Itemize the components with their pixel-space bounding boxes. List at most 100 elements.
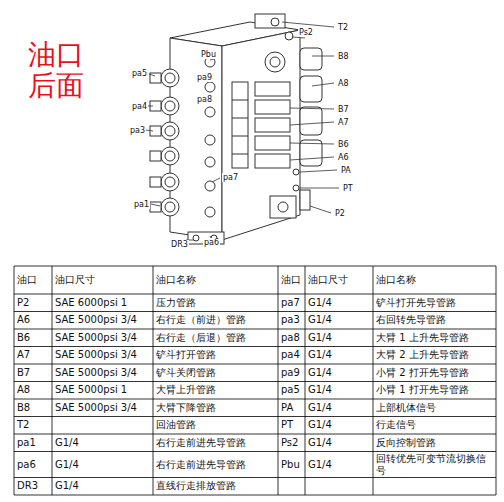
table-cell: G1/4: [55, 434, 151, 452]
table-cell: SAE 5000psi 3/4: [55, 399, 151, 417]
table-cell: G1/4: [308, 312, 371, 330]
table-cell: A7: [17, 347, 50, 365]
table-cell: G1/4: [55, 452, 151, 478]
table-cell: 油口: [17, 266, 50, 294]
table-rule: [14, 311, 496, 312]
table-cell: 压力管路: [156, 294, 276, 312]
table-cell: pa3: [281, 312, 303, 330]
callout-label: pa3: [129, 126, 146, 135]
table-cell: 回油管路: [156, 417, 276, 435]
table-cell: PT: [281, 417, 303, 435]
table-rule: [14, 346, 496, 347]
callout-label: pa8: [196, 95, 213, 104]
callout-label: pa6: [203, 238, 220, 247]
table-rule: [278, 266, 279, 495]
table-cell: SAE 5000psi 1: [55, 382, 151, 400]
table-cell: pa4: [281, 347, 303, 365]
table-cell: B6: [17, 329, 50, 347]
table-rule: [153, 266, 154, 495]
callout-label: P2: [334, 209, 346, 218]
table-cell: B8: [17, 399, 50, 417]
callout-label: Pbu: [200, 50, 217, 59]
table-cell: 铲斗打开先导管路: [376, 294, 494, 312]
table-cell: 大臂下降管路: [156, 399, 276, 417]
table-rule: [14, 399, 496, 400]
table-rule: [14, 381, 496, 382]
callout-label: A7: [337, 118, 350, 127]
table-cell: G1/4: [55, 478, 151, 496]
table-rule: [305, 266, 306, 495]
callout-label: PT: [342, 184, 354, 193]
table-rule: [14, 294, 496, 295]
table-cell: G1/4: [308, 382, 371, 400]
table-cell: pa7: [281, 294, 303, 312]
table-cell: 油口名称: [376, 266, 494, 294]
table-cell: DR3: [17, 478, 50, 496]
table-cell: pa6: [17, 452, 50, 478]
table-cell: 油口: [281, 266, 303, 294]
callout-label: B6: [337, 140, 350, 149]
table-cell: 右行走（前进）管路: [156, 312, 276, 330]
table-rule: [52, 266, 53, 495]
table-cell: 油口名称: [156, 266, 276, 294]
table-cell: 上部机体信号: [376, 399, 494, 417]
table-cell: pa8: [281, 329, 303, 347]
table-rule: [14, 416, 496, 417]
callout-label: pa9: [196, 73, 213, 82]
table-cell: 右行走前进先导管路: [156, 452, 276, 478]
table-cell: G1/4: [308, 452, 371, 478]
table-cell: SAE 5000psi 3/4: [55, 347, 151, 365]
table-cell: 铲斗关闭管路: [156, 364, 276, 382]
table-cell: T2: [17, 417, 50, 435]
table-cell: 油口尺寸: [55, 266, 151, 294]
table-rule: [373, 266, 374, 495]
table-cell: pa5: [281, 382, 303, 400]
table-cell: SAE 6000psi 1: [55, 294, 151, 312]
table-cell: 大臂上升管路: [156, 382, 276, 400]
table-cell: 行走信号: [376, 417, 494, 435]
callout-label: pa4: [131, 102, 148, 111]
table-cell: G1/4: [308, 329, 371, 347]
table-cell: 大臂 2 上升先导管路: [376, 347, 494, 365]
table-cell: B7: [17, 364, 50, 382]
callout-label: T2: [337, 23, 349, 32]
table-cell: PA: [281, 399, 303, 417]
table-cell: Pbu: [281, 452, 303, 478]
callout-label: DR3: [170, 240, 189, 249]
table-rule: [14, 451, 496, 452]
table-cell: 小臂 2 打开先导管路: [376, 364, 494, 382]
callout-label: A6: [337, 153, 350, 162]
table-cell: P2: [17, 294, 50, 312]
table-cell: Ps2: [281, 434, 303, 452]
table-cell: pa9: [281, 364, 303, 382]
table-cell: G1/4: [308, 434, 371, 452]
table-cell: 油口尺寸: [308, 266, 371, 294]
table-cell: 铲斗打开管路: [156, 347, 276, 365]
table-cell: G1/4: [308, 294, 371, 312]
table-cell: G1/4: [308, 417, 371, 435]
table-rule: [14, 477, 496, 478]
table-cell: 大臂 1 上升先导管路: [376, 329, 494, 347]
table-rule: [14, 329, 496, 330]
table-cell: 右行走（后退）管路: [156, 329, 276, 347]
table-cell: A8: [17, 382, 50, 400]
callout-label: PA: [340, 166, 352, 175]
table-cell: 小臂 1 打开先导管路: [376, 382, 494, 400]
table-cell: G1/4: [308, 347, 371, 365]
table-rule: [14, 495, 496, 496]
table-cell: 回转优先可变节流切换信号: [376, 452, 494, 478]
table-cell: 反向控制管路: [376, 434, 494, 452]
table-cell: 直线行走排放管路: [156, 478, 276, 496]
callout-label: pa7: [222, 173, 239, 182]
table-cell: pa1: [17, 434, 50, 452]
table-rule: [14, 364, 496, 365]
table-rule: [14, 266, 15, 495]
table-cell: SAE 5000psi 3/4: [55, 312, 151, 330]
callout-label: Ps2: [298, 28, 314, 37]
table-cell: 右回转先导管路: [376, 312, 494, 330]
title: 油口 后面: [28, 40, 92, 102]
table-rule: [496, 266, 497, 495]
callout-label: B8: [337, 52, 350, 61]
table-cell: 右行走前进先导管路: [156, 434, 276, 452]
